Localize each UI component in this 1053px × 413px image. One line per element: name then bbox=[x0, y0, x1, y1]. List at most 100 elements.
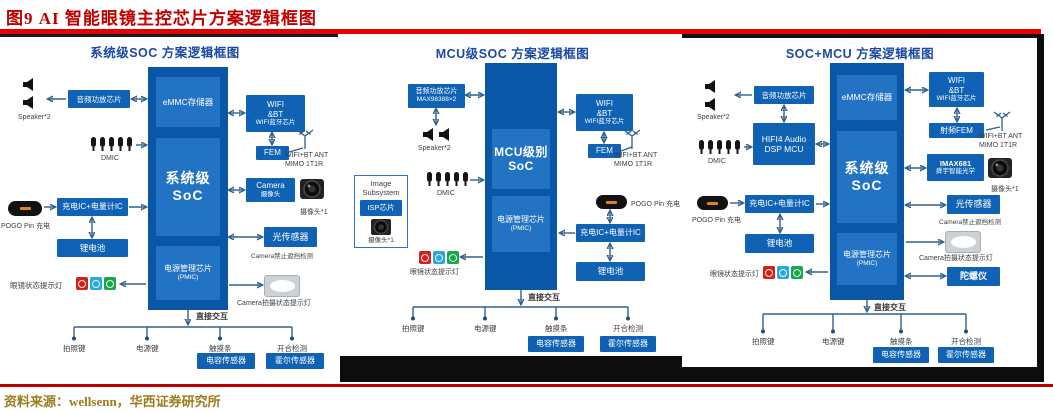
camera-unit-label: 摄像头*1 bbox=[991, 186, 1019, 193]
led-blue-icon bbox=[90, 277, 102, 290]
speaker-icon bbox=[423, 128, 433, 141]
speaker-icon bbox=[23, 96, 33, 109]
camera-led-icon bbox=[264, 275, 300, 297]
panel3-battery-box: 锂电池 bbox=[745, 234, 814, 253]
antenna-label: WIFI+BT ANT MIMO 1T1R bbox=[285, 152, 329, 169]
title-underline bbox=[0, 29, 1041, 34]
image-subsystem-box: Image Subsystem ISP芯片 摄像头*1 bbox=[354, 175, 408, 248]
power-key-label: 电源键 bbox=[136, 344, 159, 353]
direct-interaction-label: 直接交互 bbox=[874, 303, 906, 312]
panel1-top-shadow bbox=[0, 34, 338, 37]
status-led-icons bbox=[763, 266, 803, 279]
led-red-icon bbox=[76, 277, 88, 290]
panel3-title: SOC+MCU 方案逻辑框图 bbox=[785, 47, 935, 61]
antenna-icon bbox=[296, 129, 314, 149]
panel1-battery-box: 锂电池 bbox=[57, 239, 128, 257]
speaker-label: Speaker*2 bbox=[697, 114, 730, 121]
led-green-icon bbox=[104, 277, 116, 290]
touch-bar-label: 触摸条 bbox=[545, 324, 568, 333]
panel2-pmic-block: 电源管理芯片 (PMIC) bbox=[492, 196, 550, 252]
panel3-hall-sensor-box: 霍尔传感器 bbox=[938, 347, 994, 363]
open-close-label: 开合检测 bbox=[277, 344, 307, 353]
panel3-emmc-block: eMMC存储器 bbox=[837, 75, 897, 120]
dmic-icon bbox=[427, 172, 468, 186]
camera-unit-label: 摄像头*1 bbox=[300, 209, 328, 216]
panel3-right-shadow bbox=[1037, 34, 1044, 382]
panel2-battery-box: 锂电池 bbox=[576, 262, 645, 281]
speaker-label: Speaker*2 bbox=[18, 114, 51, 121]
led-red-icon bbox=[763, 266, 775, 279]
panel3-top-shadow bbox=[682, 34, 1040, 38]
power-key-label: 电源键 bbox=[474, 324, 497, 333]
panel2-audio-amp-box: 音频功放芯片 MAX98388×2 bbox=[408, 84, 465, 108]
panel1-emmc-block: eMMC存储器 bbox=[156, 77, 220, 127]
imax681-box: IMAX681 舜宇智能光学 bbox=[927, 154, 984, 181]
pogo-pin-icon bbox=[596, 195, 627, 209]
panel2-soc-block: MCU级别 SoC bbox=[492, 129, 550, 189]
open-close-label: 开合检测 bbox=[951, 337, 981, 346]
direct-interaction-label: 直接交互 bbox=[528, 293, 560, 302]
touch-bar-label: 触摸条 bbox=[209, 344, 232, 353]
glasses-led-label: 眼镜状态提示灯 bbox=[710, 271, 759, 278]
panel3-pmic-block: 电源管理芯片 (PMIC) bbox=[837, 233, 897, 285]
glasses-led-label: 眼镜状态提示灯 bbox=[10, 281, 63, 290]
speaker-icon bbox=[23, 78, 33, 91]
speaker-icon bbox=[439, 128, 449, 141]
speaker-label: Speaker*2 bbox=[418, 145, 451, 152]
camera-module-icon bbox=[371, 218, 391, 235]
dmic-label: DMIC bbox=[437, 190, 455, 197]
figure-title: 图9 AI 智能眼镜主控芯片方案逻辑框图 bbox=[6, 9, 317, 28]
led-blue-icon bbox=[433, 251, 445, 264]
photo-key-label: 拍照键 bbox=[752, 337, 775, 346]
panel1-charge-ic-box: 充电IC+电量计IC bbox=[57, 198, 128, 216]
camera-block-label: Camera禁止遮挡检测 bbox=[939, 219, 1002, 226]
led-green-icon bbox=[447, 251, 459, 264]
camera-led-icon bbox=[945, 231, 981, 253]
panel2-fem-box: FEM bbox=[588, 144, 621, 158]
source-topline bbox=[0, 384, 1053, 387]
panel1-title: 系统级SOC 方案逻辑框图 bbox=[90, 46, 240, 60]
panel3-bottom-shadow bbox=[682, 367, 1037, 382]
panel2-hall-sensor-box: 霍尔传感器 bbox=[600, 336, 656, 352]
antenna-label: WIFI+BT ANT MIMO 1T1R bbox=[979, 133, 1023, 150]
camera-led-label: Camera拍摄状态提示灯 bbox=[919, 255, 993, 262]
dmic-label: DMIC bbox=[101, 155, 119, 162]
led-green-icon bbox=[791, 266, 803, 279]
panel3-cap-sensor-box: 电容传感器 bbox=[873, 347, 929, 363]
pogo-pin-icon bbox=[697, 196, 728, 210]
pogo-label: POGO Pin 充电 bbox=[692, 217, 742, 224]
pogo-label: POGO Pin 充电 bbox=[631, 201, 681, 208]
panel2-cap-sensor-box: 电容传感器 bbox=[528, 336, 584, 352]
dmic-icon bbox=[699, 140, 740, 154]
dmic-label: DMIC bbox=[708, 158, 726, 165]
panel3-wifi-bt-box: WIFI &BT WIFI蓝牙芯片 bbox=[929, 72, 984, 107]
glasses-led-label: 眼镜状态提示灯 bbox=[410, 269, 459, 276]
direct-interaction-label: 直接交互 bbox=[196, 312, 228, 321]
camera-led-label: Camera拍摄状态提示灯 bbox=[237, 300, 311, 307]
gyroscope-box: 陀螺仪 bbox=[947, 267, 1000, 286]
panel3-light-sensor-box: 光传感器 bbox=[947, 195, 1000, 214]
isp-chip-box: ISP芯片 bbox=[360, 199, 402, 216]
photo-key-label: 拍照键 bbox=[63, 344, 86, 353]
open-close-label: 开合检测 bbox=[613, 324, 643, 333]
panel3-soc-block: 系统级 SoC bbox=[837, 131, 897, 223]
antenna-icon bbox=[623, 129, 641, 149]
antenna-label: WIFI+BT ANT MIMO 1T1R bbox=[614, 152, 658, 169]
speaker-icon bbox=[705, 80, 715, 93]
panel1-audio-amp-box: 音频功放芯片 bbox=[68, 90, 130, 108]
dmic-icon bbox=[91, 137, 132, 151]
camera-unit-label: 摄像头*1 bbox=[368, 236, 394, 244]
panel1-hall-sensor-box: 霍尔传感器 bbox=[266, 353, 324, 369]
panel2-bottom-shadow bbox=[340, 356, 682, 382]
panel3-charge-ic-box: 充电IC+电量计IC bbox=[745, 195, 814, 213]
panel3-audio-amp-box: 音频功放芯片 bbox=[754, 86, 814, 104]
panel2-charge-ic-box: 充电IC+电量计IC bbox=[576, 224, 645, 242]
panel2-wifi-bt-box: WIFI &BT WIFI蓝牙芯片 bbox=[576, 94, 633, 131]
speaker-icon bbox=[705, 98, 715, 111]
power-key-label: 电源键 bbox=[822, 337, 845, 346]
panel1-camera-box: Camera 摄像头 bbox=[246, 178, 295, 202]
source-line: 资料来源：wellsenn，华西证券研究所 bbox=[4, 394, 221, 409]
panel2-title: MCU级SOC 方案逻辑框图 bbox=[435, 47, 590, 61]
panel1-fem-box: FEM bbox=[256, 146, 289, 160]
